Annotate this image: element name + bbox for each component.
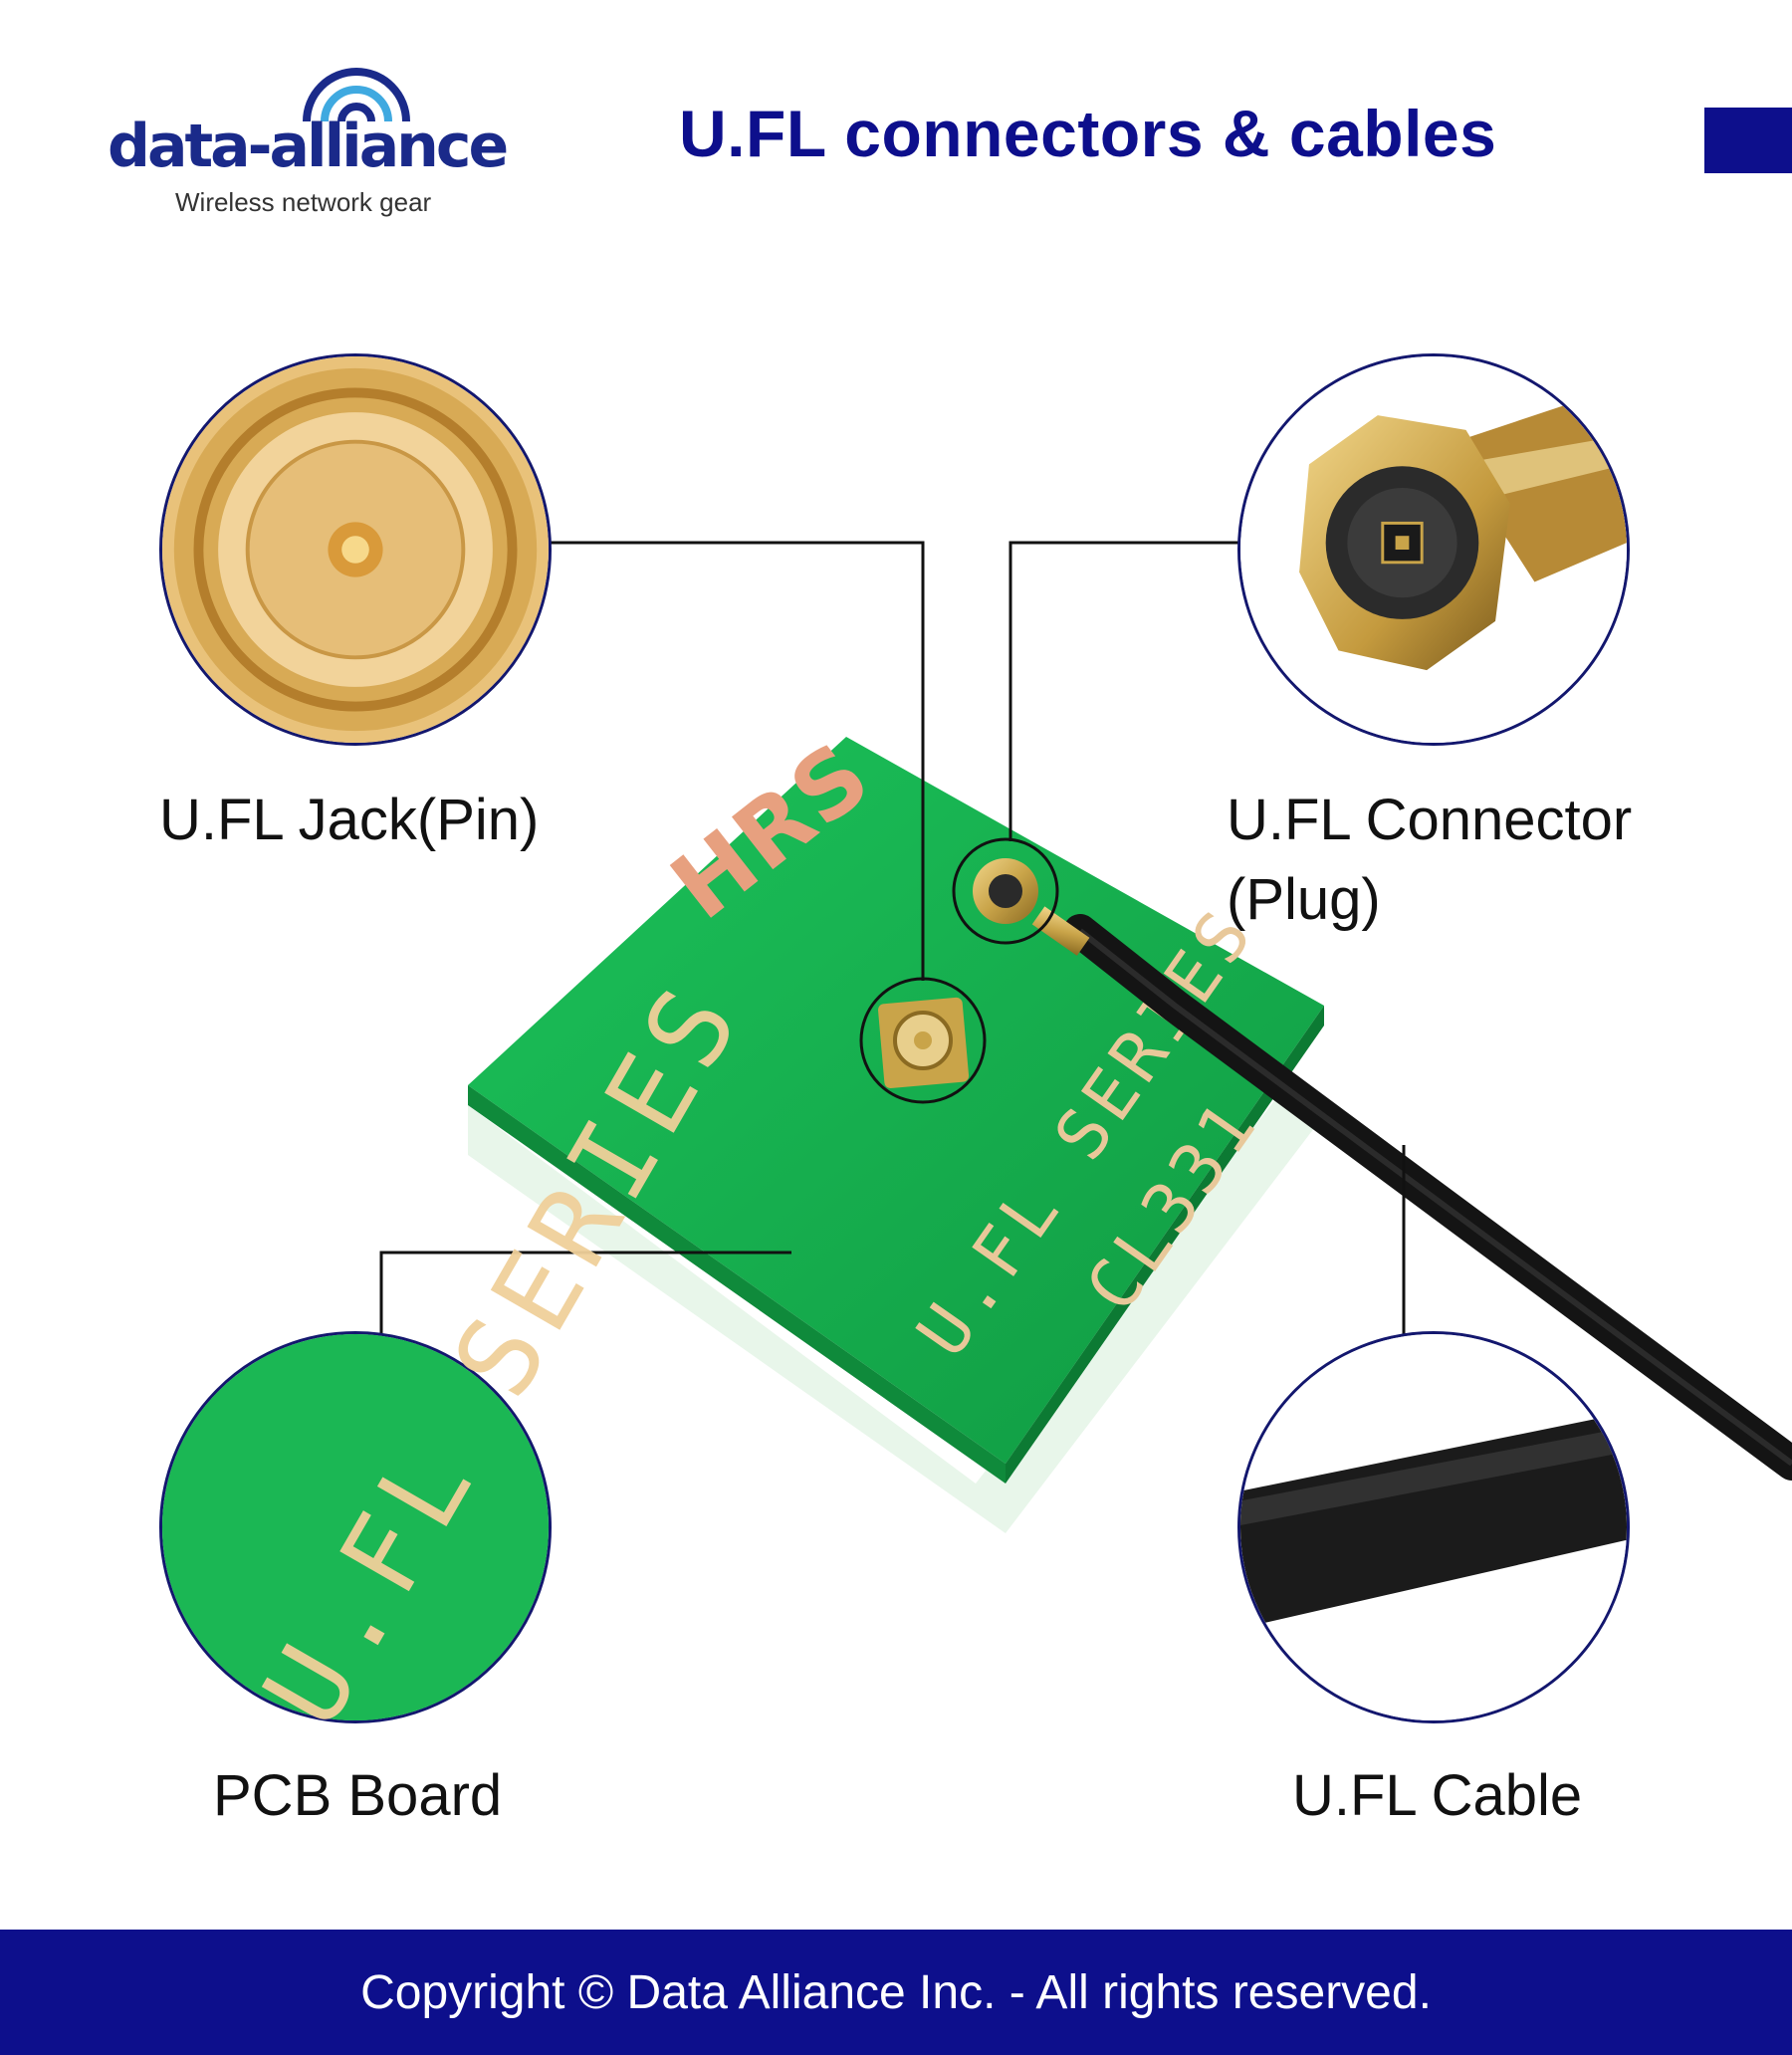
pcb-label: PCB Board — [213, 1763, 503, 1828]
page-title: U.FL connectors & cables — [679, 97, 1497, 170]
pcb-photo-illustration — [468, 737, 1324, 1533]
copyright-text: Copyright © Data Alliance Inc. - All rig… — [360, 1965, 1432, 2019]
pcb-detail-circle — [159, 1331, 552, 1723]
ufl-plug-on-board — [973, 858, 1090, 956]
cable-detail-circle — [1237, 1331, 1630, 1723]
connector-detail-circle — [1237, 353, 1630, 746]
pcb-board — [468, 737, 1324, 1464]
jack-label: U.FL Jack(Pin) — [159, 788, 540, 852]
copyright-footer: Copyright © Data Alliance Inc. - All rig… — [0, 1930, 1792, 2055]
header-accent-block — [1704, 108, 1792, 173]
jack-detail-circle — [159, 353, 552, 746]
cable-label: U.FL Cable — [1292, 1763, 1583, 1828]
ufl-jack-on-board — [877, 997, 970, 1088]
data-alliance-logo: data-alliance Wireless network gear — [108, 52, 546, 231]
connector-label-line1: U.FL Connector — [1227, 788, 1633, 852]
wifi-signal-icon — [303, 68, 410, 122]
logo-tagline: Wireless network gear — [175, 187, 432, 217]
plug-highlight-ring — [952, 837, 1059, 945]
leader-lines-layer — [369, 531, 1792, 1481]
logo-brand-text: data-alliance — [108, 112, 509, 181]
connector-label-line2: (Plug) — [1227, 867, 1381, 932]
